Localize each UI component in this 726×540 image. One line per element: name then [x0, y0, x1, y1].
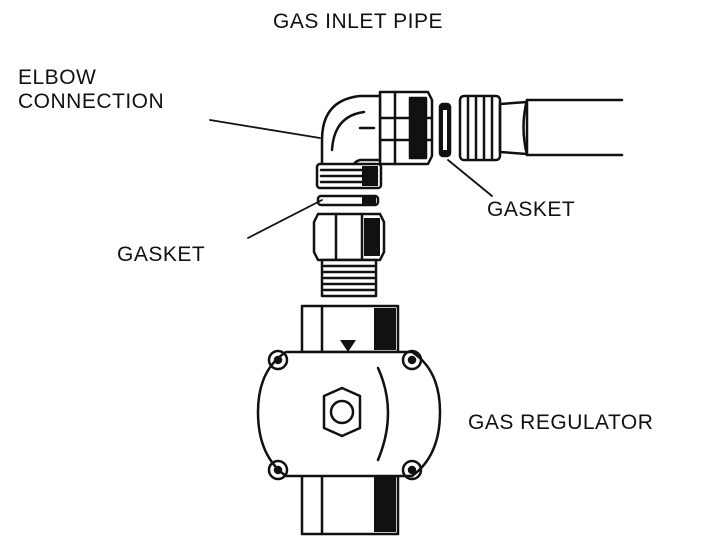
label-elbow-line1: ELBOW: [18, 66, 97, 89]
label-gas-inlet-pipe: GAS INLET PIPE: [273, 10, 444, 33]
hex-nipple: [312, 212, 386, 298]
gasket-left: [316, 194, 380, 207]
leader-lines: [209, 119, 493, 239]
label-gasket-left: GASKET: [117, 243, 206, 266]
label-elbow-line2: CONNECTION: [18, 90, 165, 113]
elbow-connection: [315, 90, 434, 190]
gas-inlet-pipe: [458, 94, 624, 162]
leader-gasket-right: [447, 159, 493, 197]
label-elbow-connection: ELBOW CONNECTION: [18, 66, 164, 114]
gasket-right: [438, 102, 452, 158]
label-gas-regulator: GAS REGULATOR: [468, 411, 654, 434]
label-gasket-right: GASKET: [487, 198, 576, 221]
leader-gasket-left: [247, 199, 323, 239]
leader-elbow: [209, 119, 321, 139]
gas-regulator: [256, 304, 442, 536]
